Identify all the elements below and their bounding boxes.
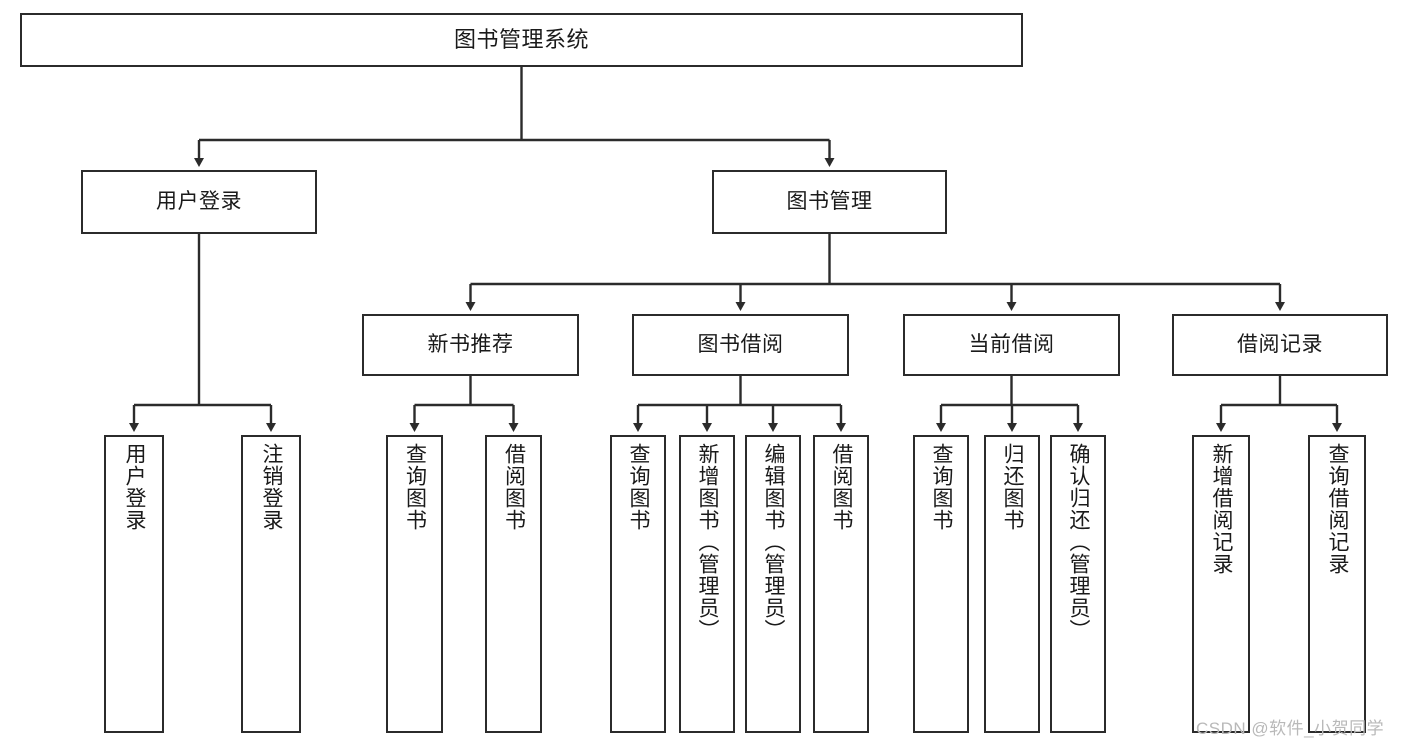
leaf-query-books-new-book[interactable]: 查询图书 <box>386 435 443 733</box>
node-label: 当前借阅 <box>968 332 1055 356</box>
leaf-confirm-return-admin[interactable]: 确认归还（管理员） <box>1050 435 1106 733</box>
leaf-query-books-current[interactable]: 查询图书 <box>913 435 969 733</box>
node-root[interactable]: 图书管理系统 <box>20 13 1023 67</box>
node-label: 借阅记录 <box>1237 332 1323 356</box>
node-label: 新增借阅记录 <box>1210 443 1234 575</box>
watermark: CSDN @软件_小贺同学 <box>1196 719 1385 738</box>
node-current-borrowing[interactable]: 当前借阅 <box>903 314 1120 376</box>
node-label: 借阅图书 <box>502 443 526 531</box>
node-borrowing-record[interactable]: 借阅记录 <box>1172 314 1388 376</box>
node-label: 确认归还（管理员） <box>1067 443 1091 641</box>
leaf-borrow-books-borrowing[interactable]: 借阅图书 <box>813 435 869 733</box>
node-label: 注销登录 <box>260 443 284 531</box>
node-label: 图书管理 <box>786 189 873 213</box>
leaf-query-books-borrowing[interactable]: 查询图书 <box>610 435 666 733</box>
node-label: 图书借阅 <box>697 332 784 356</box>
node-label: 图书管理系统 <box>453 27 589 53</box>
leaf-return-books[interactable]: 归还图书 <box>984 435 1040 733</box>
node-label: 新增图书（管理员） <box>696 443 720 641</box>
leaf-add-book-admin[interactable]: 新增图书（管理员） <box>679 435 735 733</box>
leaf-query-borrow-record[interactable]: 查询借阅记录 <box>1308 435 1366 733</box>
node-label: 编辑图书（管理员） <box>762 443 786 641</box>
node-label: 查询图书 <box>627 443 651 531</box>
node-label: 借阅图书 <box>830 443 854 531</box>
node-book-management[interactable]: 图书管理 <box>712 170 947 234</box>
leaf-edit-book-admin[interactable]: 编辑图书（管理员） <box>745 435 801 733</box>
leaf-logout[interactable]: 注销登录 <box>241 435 301 733</box>
node-new-book-recommendation[interactable]: 新书推荐 <box>362 314 579 376</box>
node-book-borrowing[interactable]: 图书借阅 <box>632 314 849 376</box>
leaf-borrow-books-new-book[interactable]: 借阅图书 <box>485 435 542 733</box>
node-label: 归还图书 <box>1001 443 1025 531</box>
node-user-login[interactable]: 用户登录 <box>81 170 317 234</box>
node-label: 用户登录 <box>156 189 242 213</box>
node-label: 查询图书 <box>930 443 954 531</box>
node-label: 用户登录 <box>123 443 147 531</box>
leaf-user-login[interactable]: 用户登录 <box>104 435 164 733</box>
node-label: 新书推荐 <box>427 332 514 356</box>
node-label: 查询借阅记录 <box>1326 443 1350 575</box>
node-label: 查询图书 <box>403 443 427 531</box>
leaf-add-borrow-record[interactable]: 新增借阅记录 <box>1192 435 1250 733</box>
